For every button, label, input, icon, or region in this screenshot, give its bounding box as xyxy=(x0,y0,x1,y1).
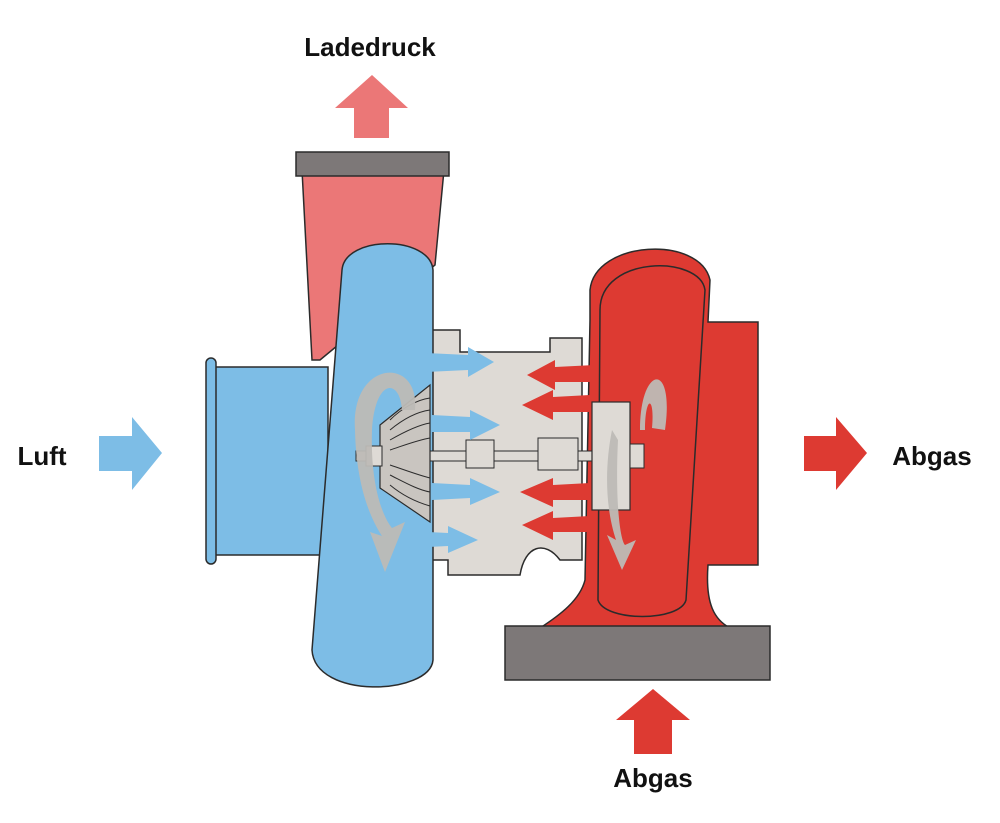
label-charge-pressure: Ladedruck xyxy=(304,32,436,62)
flow-arrow-red-2 xyxy=(522,390,590,420)
flow-arrow-blue-4 xyxy=(408,526,478,553)
flow-arrow-red-3 xyxy=(520,478,590,507)
shaft-bearing-left xyxy=(465,439,495,469)
flow-arrow-blue-3 xyxy=(432,478,500,505)
charge-pressure-arrow xyxy=(335,75,408,138)
flow-arrow-red-4 xyxy=(522,511,590,540)
turbine-nut xyxy=(629,443,645,469)
shaft-bearing-right xyxy=(537,437,579,471)
flow-arrow-red-1 xyxy=(527,360,595,390)
exhaust-in-arrow xyxy=(616,689,690,754)
air-in-arrow xyxy=(99,417,162,490)
label-air-in: Luft xyxy=(17,441,66,471)
compressor-flow-arrows xyxy=(408,347,500,553)
turbine-flow-arrows xyxy=(520,360,595,540)
flow-arrow-blue-1 xyxy=(426,347,494,377)
exhaust-out-arrow xyxy=(804,417,867,490)
flow-arrow-blue-2 xyxy=(432,410,500,440)
outlet-flange xyxy=(295,151,450,177)
inlet-lip xyxy=(205,357,217,565)
compressor-rotation-arrow xyxy=(354,372,416,572)
turbine-rotation-arrow xyxy=(607,379,667,570)
compressor-inlet xyxy=(212,366,329,556)
label-exhaust-in: Abgas xyxy=(613,763,692,793)
exhaust-flange xyxy=(504,625,771,681)
label-exhaust-out: Abgas xyxy=(892,441,971,471)
compressor-blades xyxy=(389,397,431,507)
turbine-volute xyxy=(597,265,706,618)
